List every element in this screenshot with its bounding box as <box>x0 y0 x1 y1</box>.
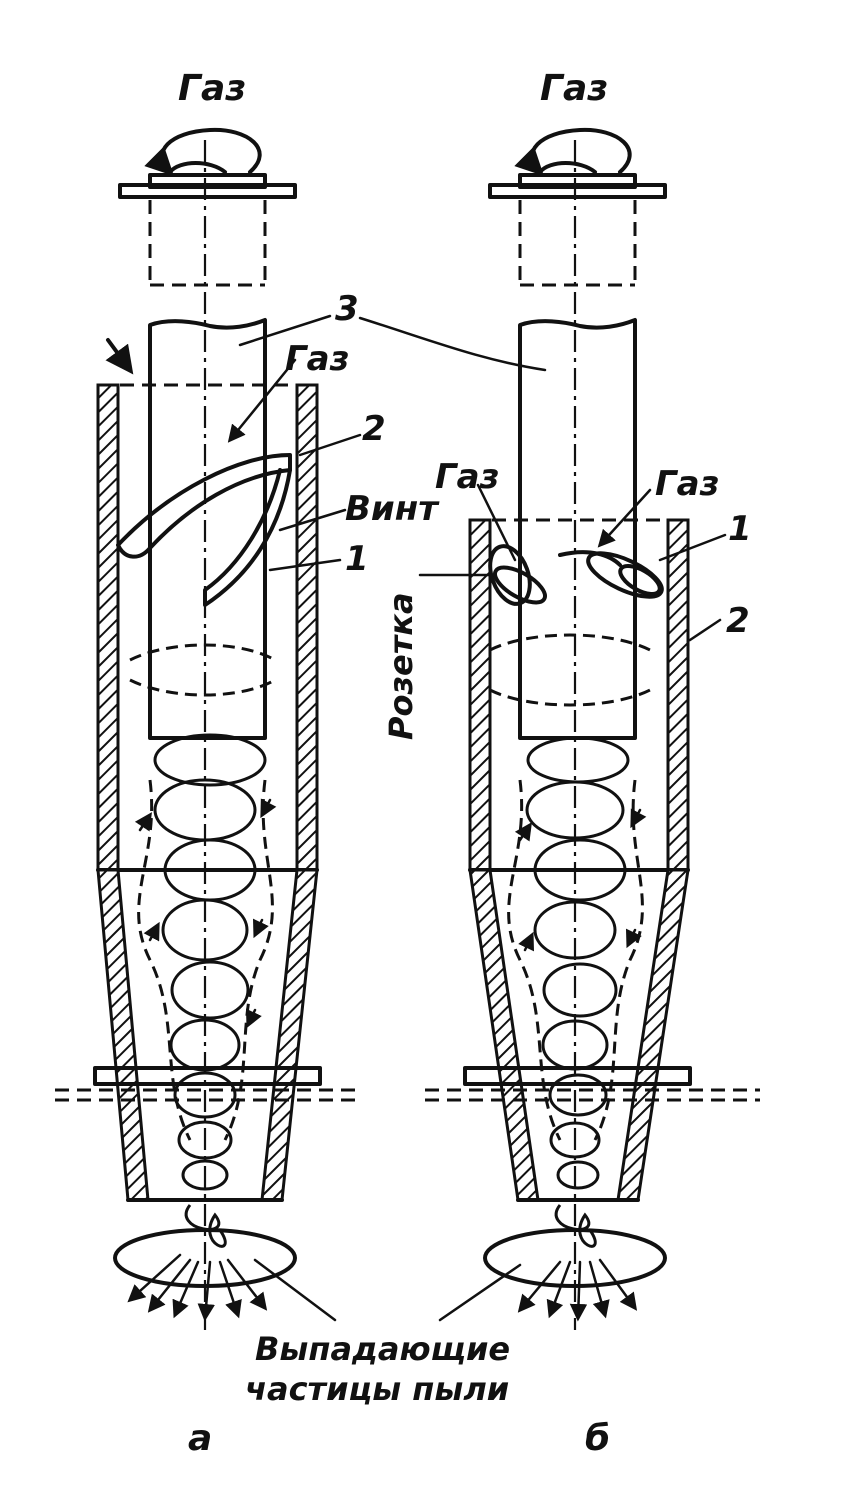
label-gas-left-b: Газ <box>435 457 499 497</box>
label-rozetka: Розетка <box>382 592 420 740</box>
label-num2-b: 2 <box>726 601 750 641</box>
exhaust-pipe-b <box>518 318 637 740</box>
vortex-spiral-b <box>525 736 630 1190</box>
label-vint: Винт <box>345 489 440 529</box>
exhaust-pipe-a <box>148 318 267 740</box>
label-num3: 3 <box>335 289 359 329</box>
cone-wall-left-b <box>468 868 540 1202</box>
screw-a <box>116 453 292 559</box>
mount-flange-a <box>93 1066 322 1086</box>
label-gas-top-b: Газ <box>540 68 608 109</box>
label-num1-b: 1 <box>728 509 752 549</box>
cylinder-wall-left-a <box>96 383 120 872</box>
leader-1-a <box>268 558 342 572</box>
gas-swirl-arrow-a <box>144 127 262 176</box>
label-num1-a: 1 <box>345 539 369 579</box>
cylinder-wall-right-b <box>666 518 690 872</box>
cyclone-a <box>55 127 360 1330</box>
gas-swirl-arrow-b <box>514 127 632 176</box>
leader-3-a <box>238 314 332 347</box>
label-falling-line2: частицы пыли <box>245 1370 509 1408</box>
leader-1-b <box>658 533 727 562</box>
label-sub-a: а <box>188 1418 212 1459</box>
label-gas-mid-a: Газ <box>285 339 349 379</box>
cone-wall-right-a <box>260 868 319 1202</box>
leader-dust-a <box>253 1258 337 1322</box>
label-falling-line1: Выпадающие <box>255 1330 510 1368</box>
cylinder-wall-left-b <box>468 518 492 872</box>
cone-wall-left-a <box>96 868 150 1202</box>
leader-dust-b <box>438 1263 522 1322</box>
cone-wall-right-b <box>616 868 690 1202</box>
label-num2-a: 2 <box>362 409 386 449</box>
inlet-arrow-a <box>105 338 134 375</box>
rosette-b <box>488 544 664 606</box>
leader-2-a <box>298 433 362 457</box>
leader-3-b <box>358 316 547 372</box>
vortex-spiral-a <box>153 733 267 1191</box>
label-gas-right-b: Газ <box>655 464 719 504</box>
leader-gas-a <box>227 358 297 443</box>
leader-vint <box>278 508 347 532</box>
cyclone-b <box>425 127 760 1330</box>
cylinder-wall-right-a <box>295 383 319 872</box>
leader-gas-right-b <box>597 488 652 548</box>
label-sub-b: б <box>585 1418 610 1459</box>
label-gas-top-a: Газ <box>178 68 246 109</box>
leader-gas-left-b <box>476 483 517 562</box>
leader-2-b <box>688 618 722 642</box>
